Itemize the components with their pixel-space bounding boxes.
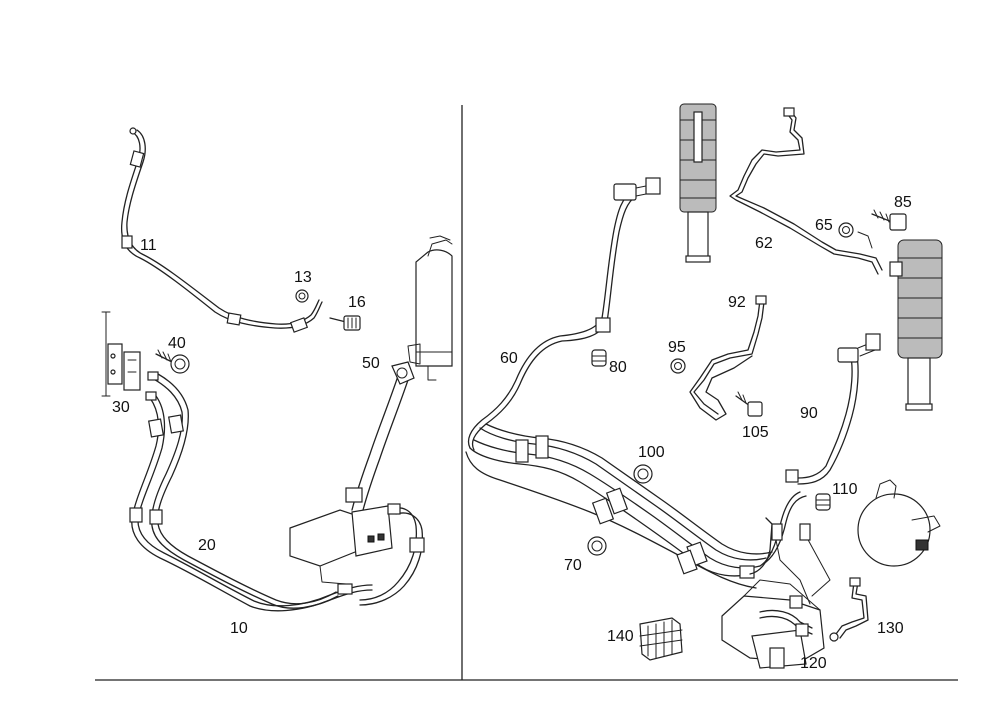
hose-50 bbox=[345, 361, 415, 515]
left-panel: 11 13 16 40 30 50 20 10 bbox=[101, 127, 453, 637]
right-panel: 85 65 62 92 95 60 80 90 105 100 110 70 1… bbox=[465, 103, 943, 672]
callout-120: 120 bbox=[800, 655, 827, 672]
callout-40: 40 bbox=[168, 335, 186, 352]
bracket-30 bbox=[101, 311, 141, 397]
callout-90: 90 bbox=[800, 405, 818, 422]
callout-20: 20 bbox=[198, 537, 216, 554]
seal-ring-65 bbox=[838, 222, 854, 238]
callout-16: 16 bbox=[348, 294, 366, 311]
reservoir bbox=[407, 235, 453, 381]
seal-ring-13 bbox=[295, 289, 309, 303]
fitting-110 bbox=[815, 493, 831, 511]
main-line-bundle bbox=[465, 423, 807, 589]
callout-62: 62 bbox=[755, 235, 773, 252]
callout-92: 92 bbox=[728, 294, 746, 311]
callout-100: 100 bbox=[638, 444, 665, 461]
line-130 bbox=[829, 577, 869, 642]
callout-130: 130 bbox=[877, 620, 904, 637]
line-60 bbox=[467, 177, 661, 451]
callout-85: 85 bbox=[894, 194, 912, 211]
grommet-70 bbox=[587, 536, 607, 556]
callout-10: 10 bbox=[230, 620, 248, 637]
callout-80: 80 bbox=[609, 359, 627, 376]
callout-140: 140 bbox=[607, 628, 634, 645]
accumulator-sphere bbox=[857, 479, 941, 567]
banjo-bolt-105 bbox=[735, 391, 763, 417]
callout-70: 70 bbox=[564, 557, 582, 574]
banjo-bolt-16 bbox=[329, 315, 361, 331]
callout-50: 50 bbox=[362, 355, 380, 372]
callout-105: 105 bbox=[742, 424, 769, 441]
seal-ring-95 bbox=[670, 358, 686, 374]
valve-unit bbox=[721, 523, 831, 669]
callout-13: 13 bbox=[294, 269, 312, 286]
pipes-10-20 bbox=[129, 371, 373, 612]
callout-110: 110 bbox=[832, 481, 858, 498]
callout-11: 11 bbox=[140, 237, 157, 254]
callout-60: 60 bbox=[500, 350, 518, 367]
valve-block bbox=[289, 503, 425, 606]
line-62 bbox=[729, 107, 883, 275]
callout-95: 95 bbox=[668, 339, 686, 356]
line-92 bbox=[689, 295, 767, 421]
line-90 bbox=[785, 333, 881, 485]
bolt-40 bbox=[155, 349, 190, 374]
grommet-100 bbox=[633, 464, 653, 484]
line-11 bbox=[120, 127, 323, 333]
strut-left bbox=[679, 103, 717, 263]
grommet-80 bbox=[591, 349, 607, 367]
damper-140 bbox=[639, 617, 683, 661]
banjo-bolt-85 bbox=[871, 209, 907, 231]
strut-right bbox=[889, 239, 943, 411]
callout-65: 65 bbox=[815, 217, 833, 234]
callout-30: 30 bbox=[112, 399, 130, 416]
